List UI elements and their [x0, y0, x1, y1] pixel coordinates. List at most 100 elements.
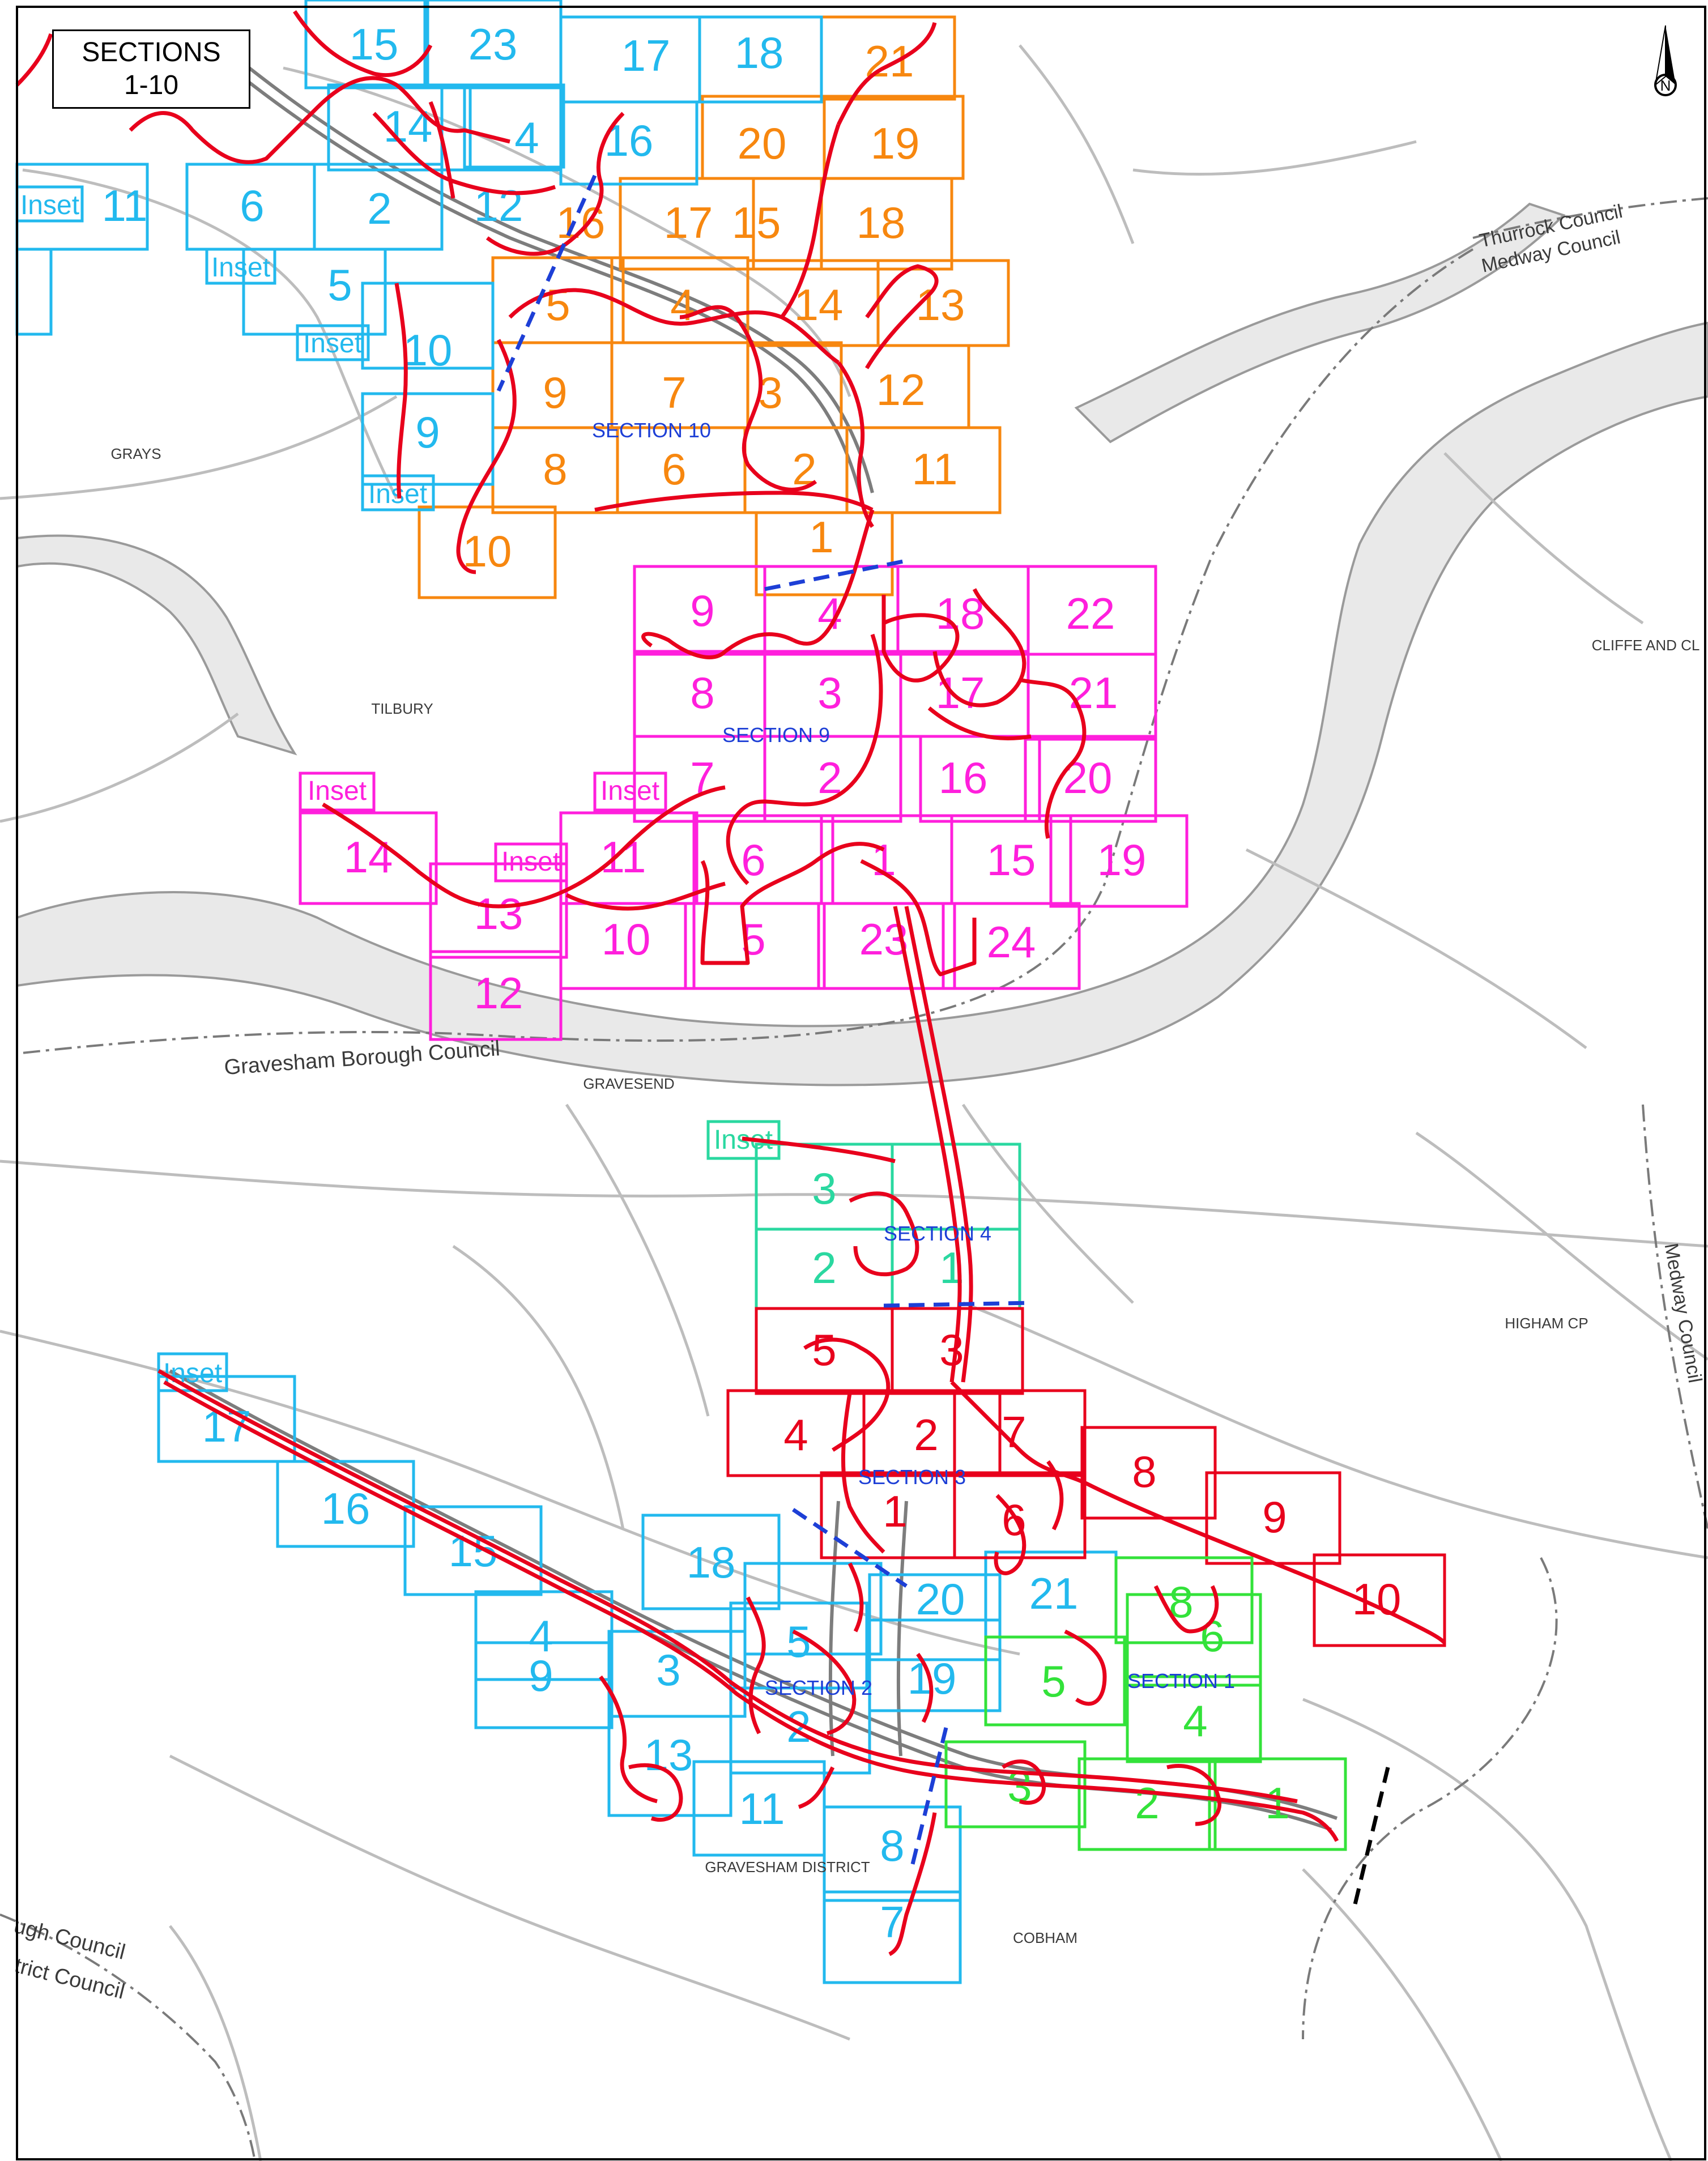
s2-inset-label: Inset [163, 1358, 222, 1388]
s9-sheet-label: 6 [741, 835, 765, 885]
s3-sheet-label: 7 [1002, 1407, 1026, 1457]
s2-sheet-label: 4 [529, 1611, 553, 1661]
cliffe-label: CLIFFE AND CL [1592, 637, 1700, 654]
map-frame [16, 6, 1706, 2160]
s10-sheet-label: 1 [809, 512, 833, 562]
higham-cp-label: HIGHAM CP [1505, 1315, 1588, 1332]
s10-sheet-label: 20 [738, 118, 787, 168]
grays-label: GRAYS [110, 445, 161, 462]
s9-sheet-label: 24 [987, 917, 1036, 967]
section-3-grid [726, 1307, 1446, 1647]
section-10-label: SECTION 10 [592, 419, 711, 442]
s9-sheet-label: 13 [474, 889, 523, 939]
council-boundaries [0, 197, 1708, 2161]
s10-sheet-label: 10 [463, 526, 512, 576]
s2-sheet-label: 5 [786, 1617, 811, 1666]
legend-title: SECTIONS [82, 37, 221, 67]
s3-sheet-label: 9 [1262, 1492, 1287, 1542]
section-3-label: SECTION 3 [858, 1465, 966, 1489]
s3-sheet-label: 8 [1132, 1447, 1156, 1497]
s10-sheet-label: 8 [543, 444, 567, 494]
sections-legend: SECTIONS 1-10 [52, 29, 250, 109]
s10-sheet-label: 12 [876, 365, 926, 415]
s2-sheet-label: 17 [621, 31, 671, 80]
s10-sheet-label: 6 [662, 444, 686, 494]
s2-sheet-label: 18 [735, 28, 784, 78]
s10-sheet-label: 13 [916, 280, 965, 330]
s3-sheet-label: 2 [914, 1410, 938, 1460]
s3-sheet-label: 4 [783, 1410, 808, 1460]
s2-sheet-label: 23 [468, 19, 518, 69]
s2-sheet-label: 18 [687, 1537, 736, 1587]
s10-sheet-label: 17 [664, 198, 713, 248]
section-4-label: SECTION 4 [884, 1222, 991, 1245]
s3-sheet-label: 1 [883, 1486, 907, 1536]
section-1-sheet-labels: 8 6 5 4 3 2 1 [1007, 1577, 1289, 1828]
s10-sheet-label: 3 [758, 368, 782, 417]
s2-sheet-label: 5 [327, 260, 352, 310]
section-2-grid [15, 0, 1118, 1984]
order-limits-route [15, 10, 1446, 1957]
s2-inset-label: Inset [211, 253, 270, 283]
s2-sheet-label: 14 [384, 101, 433, 151]
s10-sheet-label: 5 [546, 280, 570, 330]
basemap-roads [0, 44, 1708, 2161]
s2-sheet-label: 11 [739, 1784, 785, 1834]
s2-sheet-label: 21 [1029, 1568, 1079, 1618]
tilbury-label: TILBURY [371, 700, 433, 717]
s2-sheet-label: 2 [367, 184, 391, 233]
cobham-label: COBHAM [1013, 1929, 1077, 1946]
s2-sheet-label: 8 [880, 1821, 904, 1870]
section-1-label: SECTION 1 [1127, 1669, 1235, 1693]
s2-sheet-label: 20 [916, 1574, 965, 1624]
s10-sheet-label: 19 [871, 118, 920, 168]
s2-sheet-label: 9 [529, 1651, 553, 1700]
s9-sheet-label: 11 [600, 832, 646, 882]
legend-range: 1-10 [123, 70, 179, 100]
s4-sheet-label: 3 [812, 1163, 836, 1213]
s9-sheet-label: 12 [474, 968, 523, 1018]
s1-sheet-label: 4 [1183, 1696, 1207, 1746]
s10-sheet-label: 18 [857, 198, 906, 248]
s9-sheet-label: 10 [602, 914, 651, 964]
north-arrow-icon: N [1654, 25, 1677, 96]
section-name-labels: SECTION 10 SECTION 9 SECTION 4 SECTION 3… [592, 419, 1235, 1699]
s3-sheet-label: 5 [812, 1325, 836, 1375]
section-9-label: SECTION 9 [722, 723, 830, 747]
s9-sheet-label: 21 [1069, 668, 1118, 718]
s2-sheet-label: 16 [604, 116, 654, 165]
section-2-label: SECTION 2 [765, 1676, 872, 1699]
s9-sheet-label: 22 [1066, 589, 1115, 638]
s2-sheet-label: 4 [514, 113, 539, 163]
s10-sheet-label: 21 [865, 36, 914, 86]
s2-sheet-label: 15 [350, 19, 399, 69]
s2-sheet-label: 6 [240, 181, 264, 231]
section-9-sheet-labels: 9 4 18 22 8 3 17 21 7 2 16 20 6 1 15 19 … [308, 586, 1146, 1018]
s10-sheet-label: 14 [794, 280, 844, 330]
s9-sheet-label: 3 [817, 668, 842, 718]
s10-sheet-label: 9 [543, 368, 567, 417]
s9-inset-label: Inset [501, 847, 560, 877]
section-boundary-lines [496, 174, 1032, 1867]
gravesham-district-label: GRAVESHAM DISTRICT [705, 1859, 870, 1876]
s9-sheet-label: 8 [690, 668, 714, 718]
s2-inset-label: Inset [20, 190, 79, 220]
s9-sheet-label: 19 [1097, 835, 1147, 885]
s10-sheet-label: 11 [912, 444, 958, 494]
s9-sheet-label: 9 [690, 586, 714, 636]
section-2-sheet-labels: 23 17 18 15 14 16 12 11 6 2 5 10 9 4 Ins… [20, 19, 1078, 1947]
s2-sheet-label: 3 [656, 1645, 680, 1695]
section-1-grid [944, 1556, 1347, 1851]
svg-text:N: N [1660, 77, 1671, 94]
s2-sheet-label: 9 [415, 407, 440, 457]
s9-sheet-label: 15 [987, 835, 1036, 885]
s2-sheet-label: 16 [321, 1484, 370, 1533]
s9-sheet-label: 14 [344, 832, 393, 882]
s10-sheet-label: 15 [732, 198, 781, 248]
river-thames [16, 202, 1708, 1086]
s1-sheet-label: 5 [1041, 1656, 1066, 1706]
s2-sheet-label: 11 [102, 181, 148, 231]
s9-sheet-label: 20 [1063, 753, 1113, 803]
s9-sheet-label: 16 [939, 753, 988, 803]
